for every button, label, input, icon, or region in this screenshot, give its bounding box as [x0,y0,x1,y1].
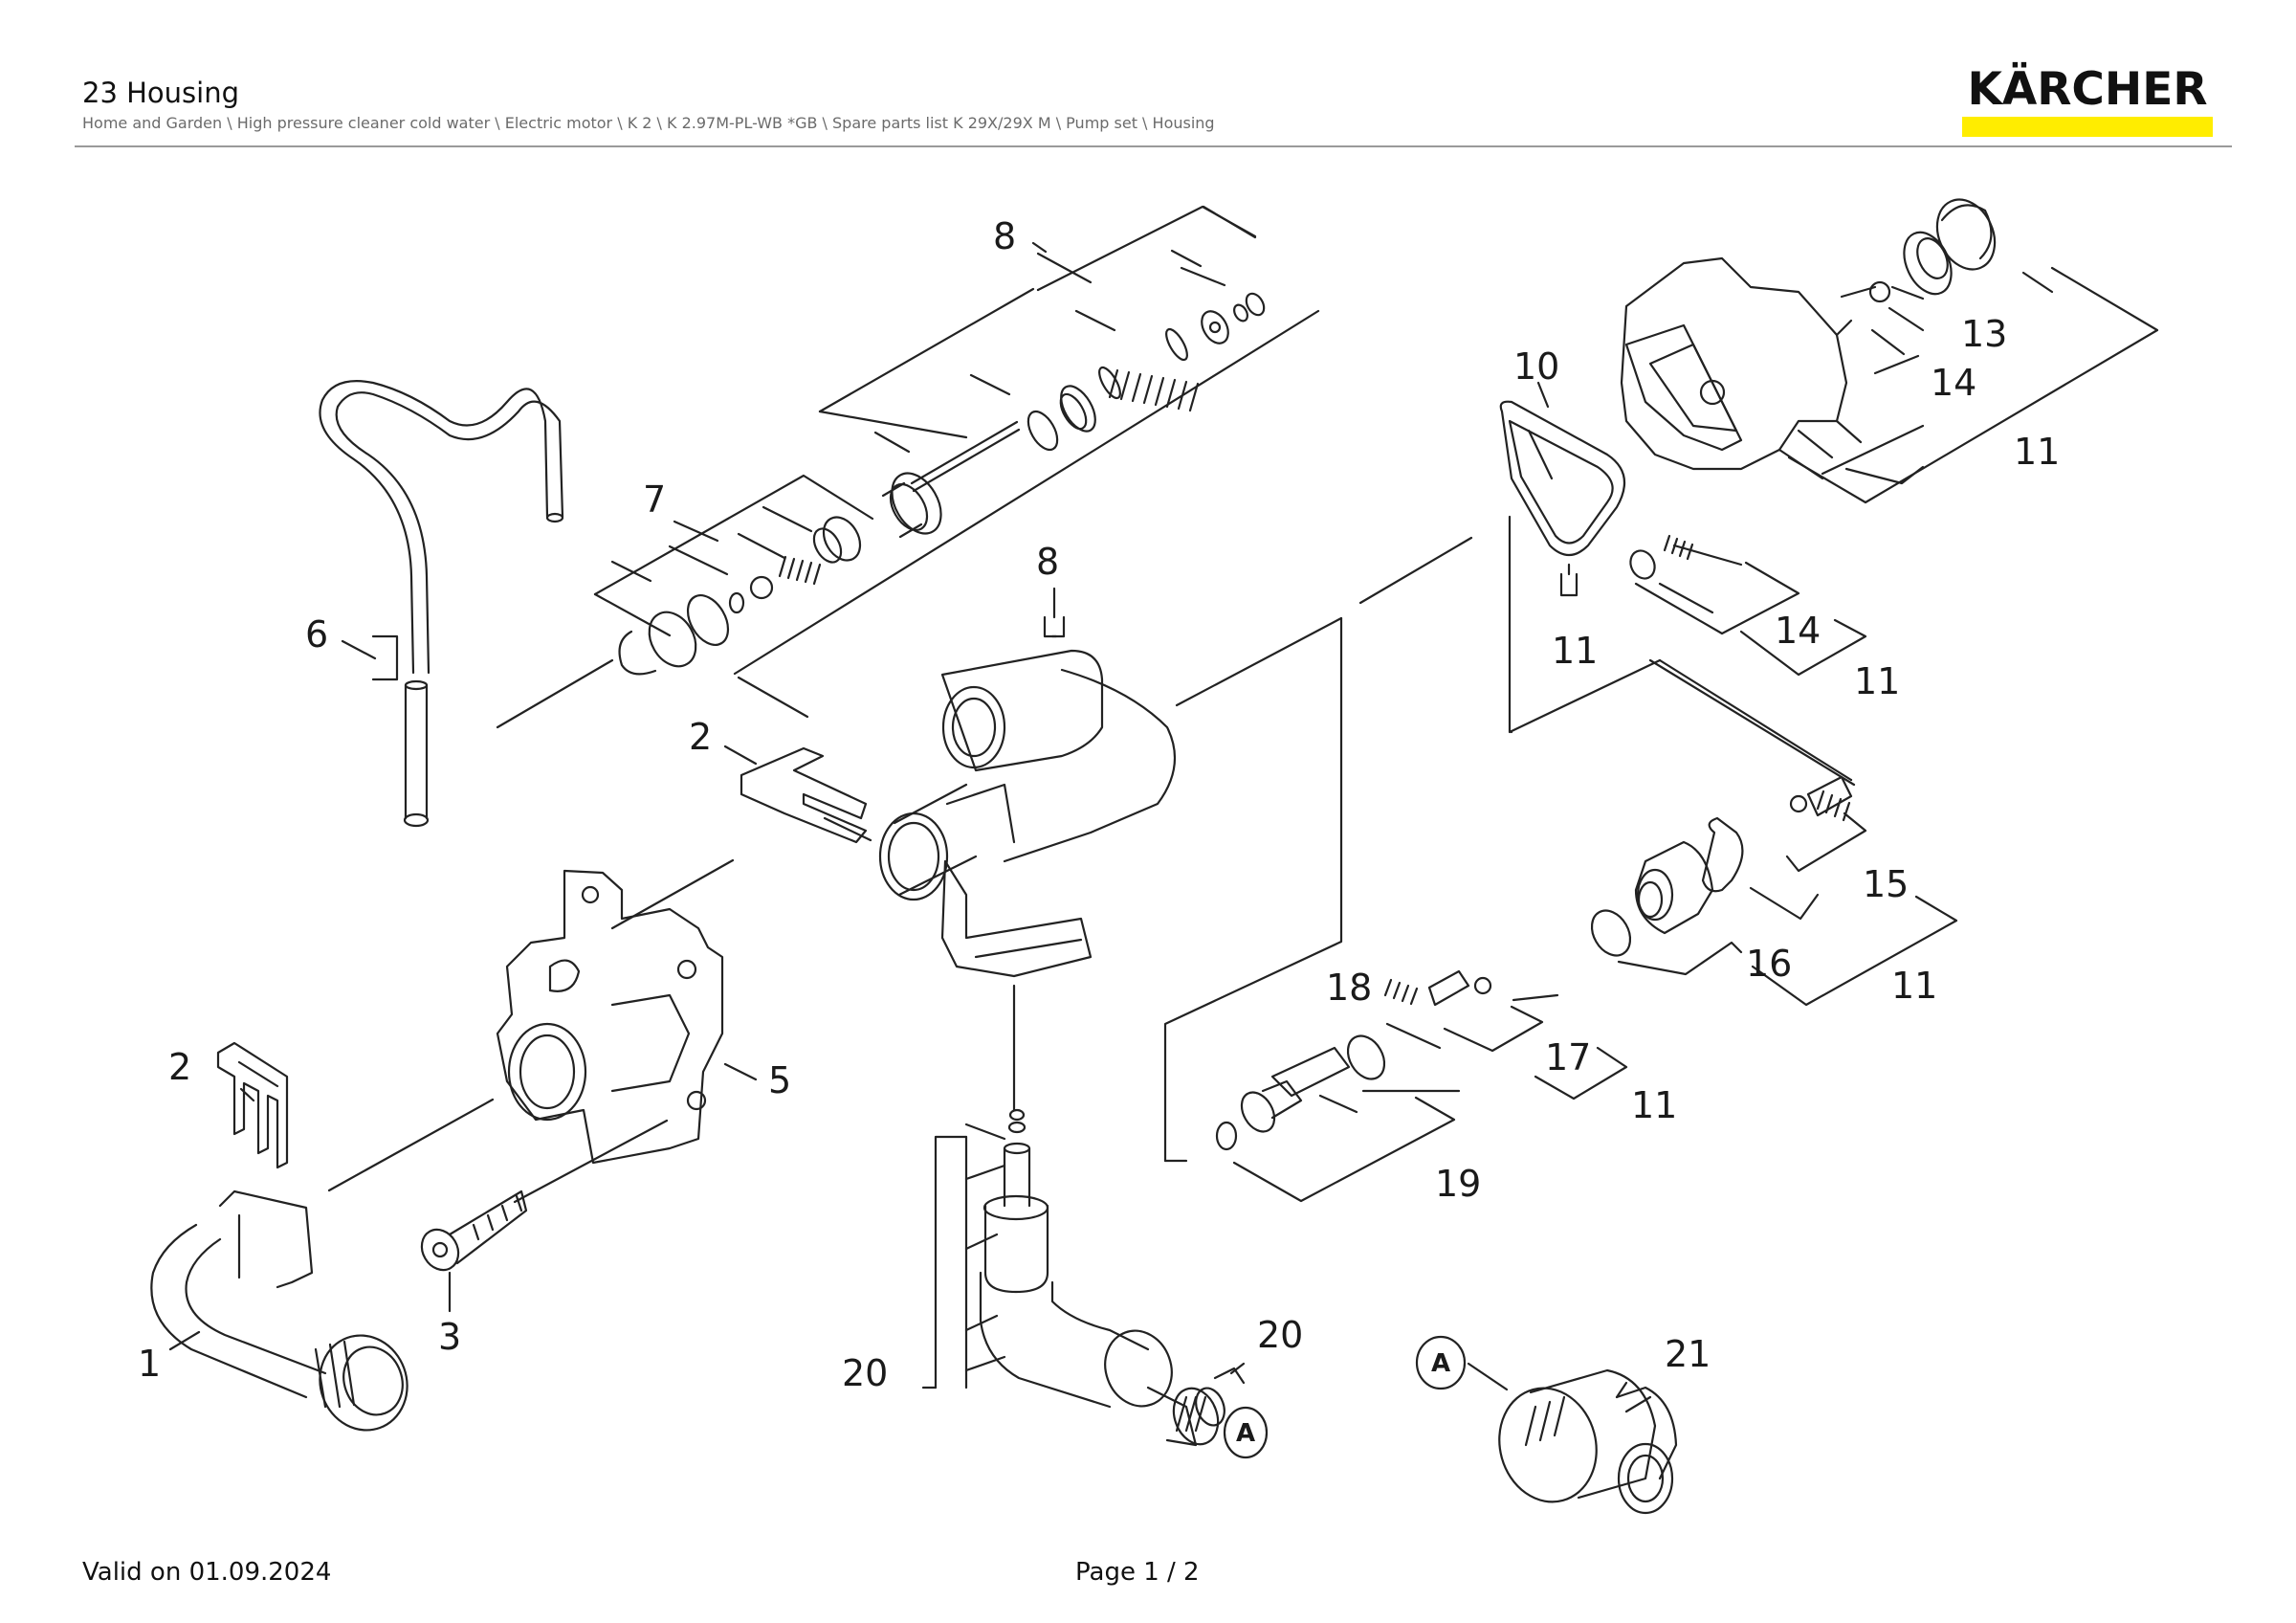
header-divider [75,145,2232,147]
part-group-17-18-19 [1163,616,1628,1203]
callout-11-a: 11 [1552,630,1598,672]
brand-logo-yellow-bar [1962,117,2213,137]
callout-10: 10 [1513,345,1559,388]
callout-14-top: 14 [1931,362,1976,404]
part-group-7 [496,474,874,729]
part-group-8-top [733,205,1320,676]
part-8-main-housing [878,536,1473,1122]
page-title: 23 Housing [82,77,240,109]
callout-13: 13 [1961,313,2007,355]
callout-11-b: 11 [2014,431,2060,473]
callout-8-center: 8 [1036,541,1059,583]
part-1-elbow-pipe [150,1189,408,1432]
callout-11-c: 11 [1854,660,1900,702]
callout-2-upper: 2 [689,716,712,758]
part-21-connector [1467,1362,1678,1515]
brand-logo-wordmark: KÄRCHER [1967,63,2208,116]
callout-18: 18 [1326,967,1372,1009]
callout-19: 19 [1435,1163,1481,1205]
part-10-triangular-seal [1499,400,1662,734]
callout-3: 3 [438,1316,461,1358]
part-5-pump-housing [327,858,735,1204]
callout-20-right: 20 [1257,1314,1303,1356]
part-3-screw [420,1189,528,1272]
callout-16: 16 [1746,943,1792,985]
brand-logo: KÄRCHER [1962,65,2213,137]
callout-11-d: 11 [1891,965,1937,1007]
callout-17: 17 [1545,1036,1591,1078]
callout-5: 5 [768,1059,791,1101]
callout-2-lower: 2 [168,1046,191,1088]
reference-marker-a-right [1223,1406,1269,1459]
reference-marker-a-left-label: A [1431,1349,1450,1378]
callout-21: 21 [1665,1333,1711,1375]
callout-14-middle: 14 [1775,610,1821,652]
reference-marker-a-left [1415,1335,1467,1390]
footer-page-number: Page 1 / 2 [1075,1558,1200,1587]
footer-valid-date: Valid on 01.09.2024 [82,1558,332,1587]
part-6-hose [319,380,564,828]
part-20-outlet-elbow [921,1121,1246,1447]
part-14-valve [1629,534,1867,677]
breadcrumb: Home and Garden \ High pressure cleaner … [82,114,1215,132]
callout-6: 6 [305,613,328,656]
part-group-15-16 [1510,658,1958,1007]
callout-7: 7 [643,478,666,521]
callout-20-left: 20 [842,1352,888,1394]
callout-8-top: 8 [993,215,1016,257]
reference-marker-a-right-label: A [1236,1419,1255,1448]
callout-1: 1 [138,1343,161,1385]
callout-15: 15 [1863,863,1909,905]
callout-11-e: 11 [1631,1084,1677,1126]
part-2-clip-upper [740,746,872,844]
part-11-cylinder-head [1620,198,2159,504]
part-2-clip-lower [216,1041,289,1169]
